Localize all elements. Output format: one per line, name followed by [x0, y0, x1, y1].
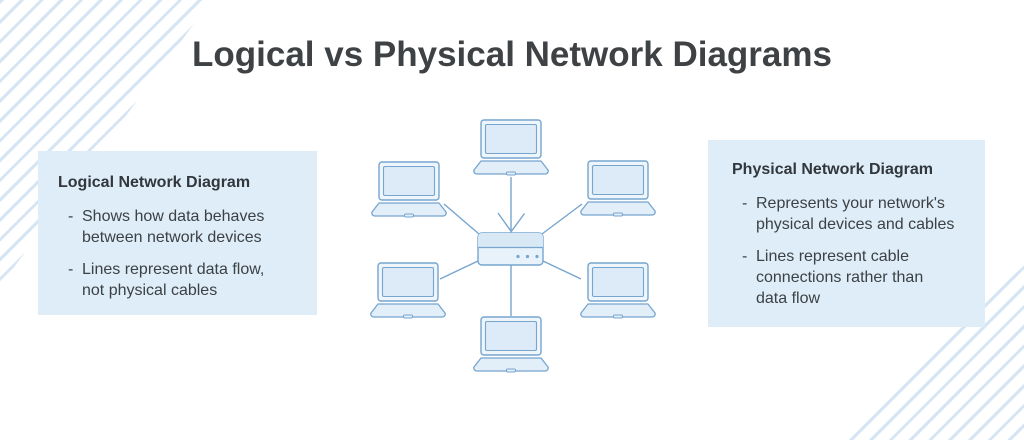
- laptop-icon: [473, 119, 549, 176]
- bullet-marker: -: [742, 248, 748, 265]
- bullet-marker: -: [68, 261, 74, 278]
- bullet-text: Shows how data behaves between network d…: [82, 208, 265, 246]
- list-item: - Lines represent cable connections rath…: [732, 246, 975, 309]
- laptop-icon: [473, 316, 549, 373]
- list-item: - Shows how data behaves between network…: [58, 206, 305, 248]
- switch-icon: [477, 232, 544, 266]
- page-title: Logical vs Physical Network Diagrams: [192, 35, 832, 74]
- bullet-marker: -: [68, 208, 74, 225]
- bullet-text: Lines represent data flow, not physical …: [82, 261, 265, 299]
- link-upper-left: [443, 203, 480, 235]
- laptop-icon: [370, 262, 446, 319]
- connection-lines: [439, 177, 583, 316]
- bullet-text: Lines represent cable connections rather…: [756, 248, 924, 307]
- bullet-marker: -: [742, 195, 748, 212]
- link-lower-left: [439, 260, 479, 280]
- laptop-icon: [580, 160, 656, 217]
- link-upper-right: [541, 203, 583, 235]
- bullet-text: Represents your network's physical devic…: [756, 195, 955, 233]
- logical-bullet-list: - Shows how data behaves between network…: [58, 206, 305, 301]
- list-item: - Lines represent data flow, not physica…: [58, 259, 305, 301]
- physical-bullet-list: - Represents your network's physical dev…: [732, 193, 975, 309]
- data-flow-arrow-icon: [497, 212, 526, 233]
- physical-panel: Physical Network Diagram - Represents yo…: [708, 140, 985, 327]
- logical-panel: Logical Network Diagram - Shows how data…: [38, 151, 317, 315]
- laptop-icon: [371, 161, 447, 218]
- logical-panel-heading: Logical Network Diagram: [58, 174, 251, 191]
- list-item: - Represents your network's physical dev…: [732, 193, 975, 235]
- network-topology-diagram: [370, 119, 656, 373]
- laptop-icon: [580, 262, 656, 319]
- physical-panel-heading: Physical Network Diagram: [732, 161, 933, 178]
- link-lower-right: [542, 260, 582, 280]
